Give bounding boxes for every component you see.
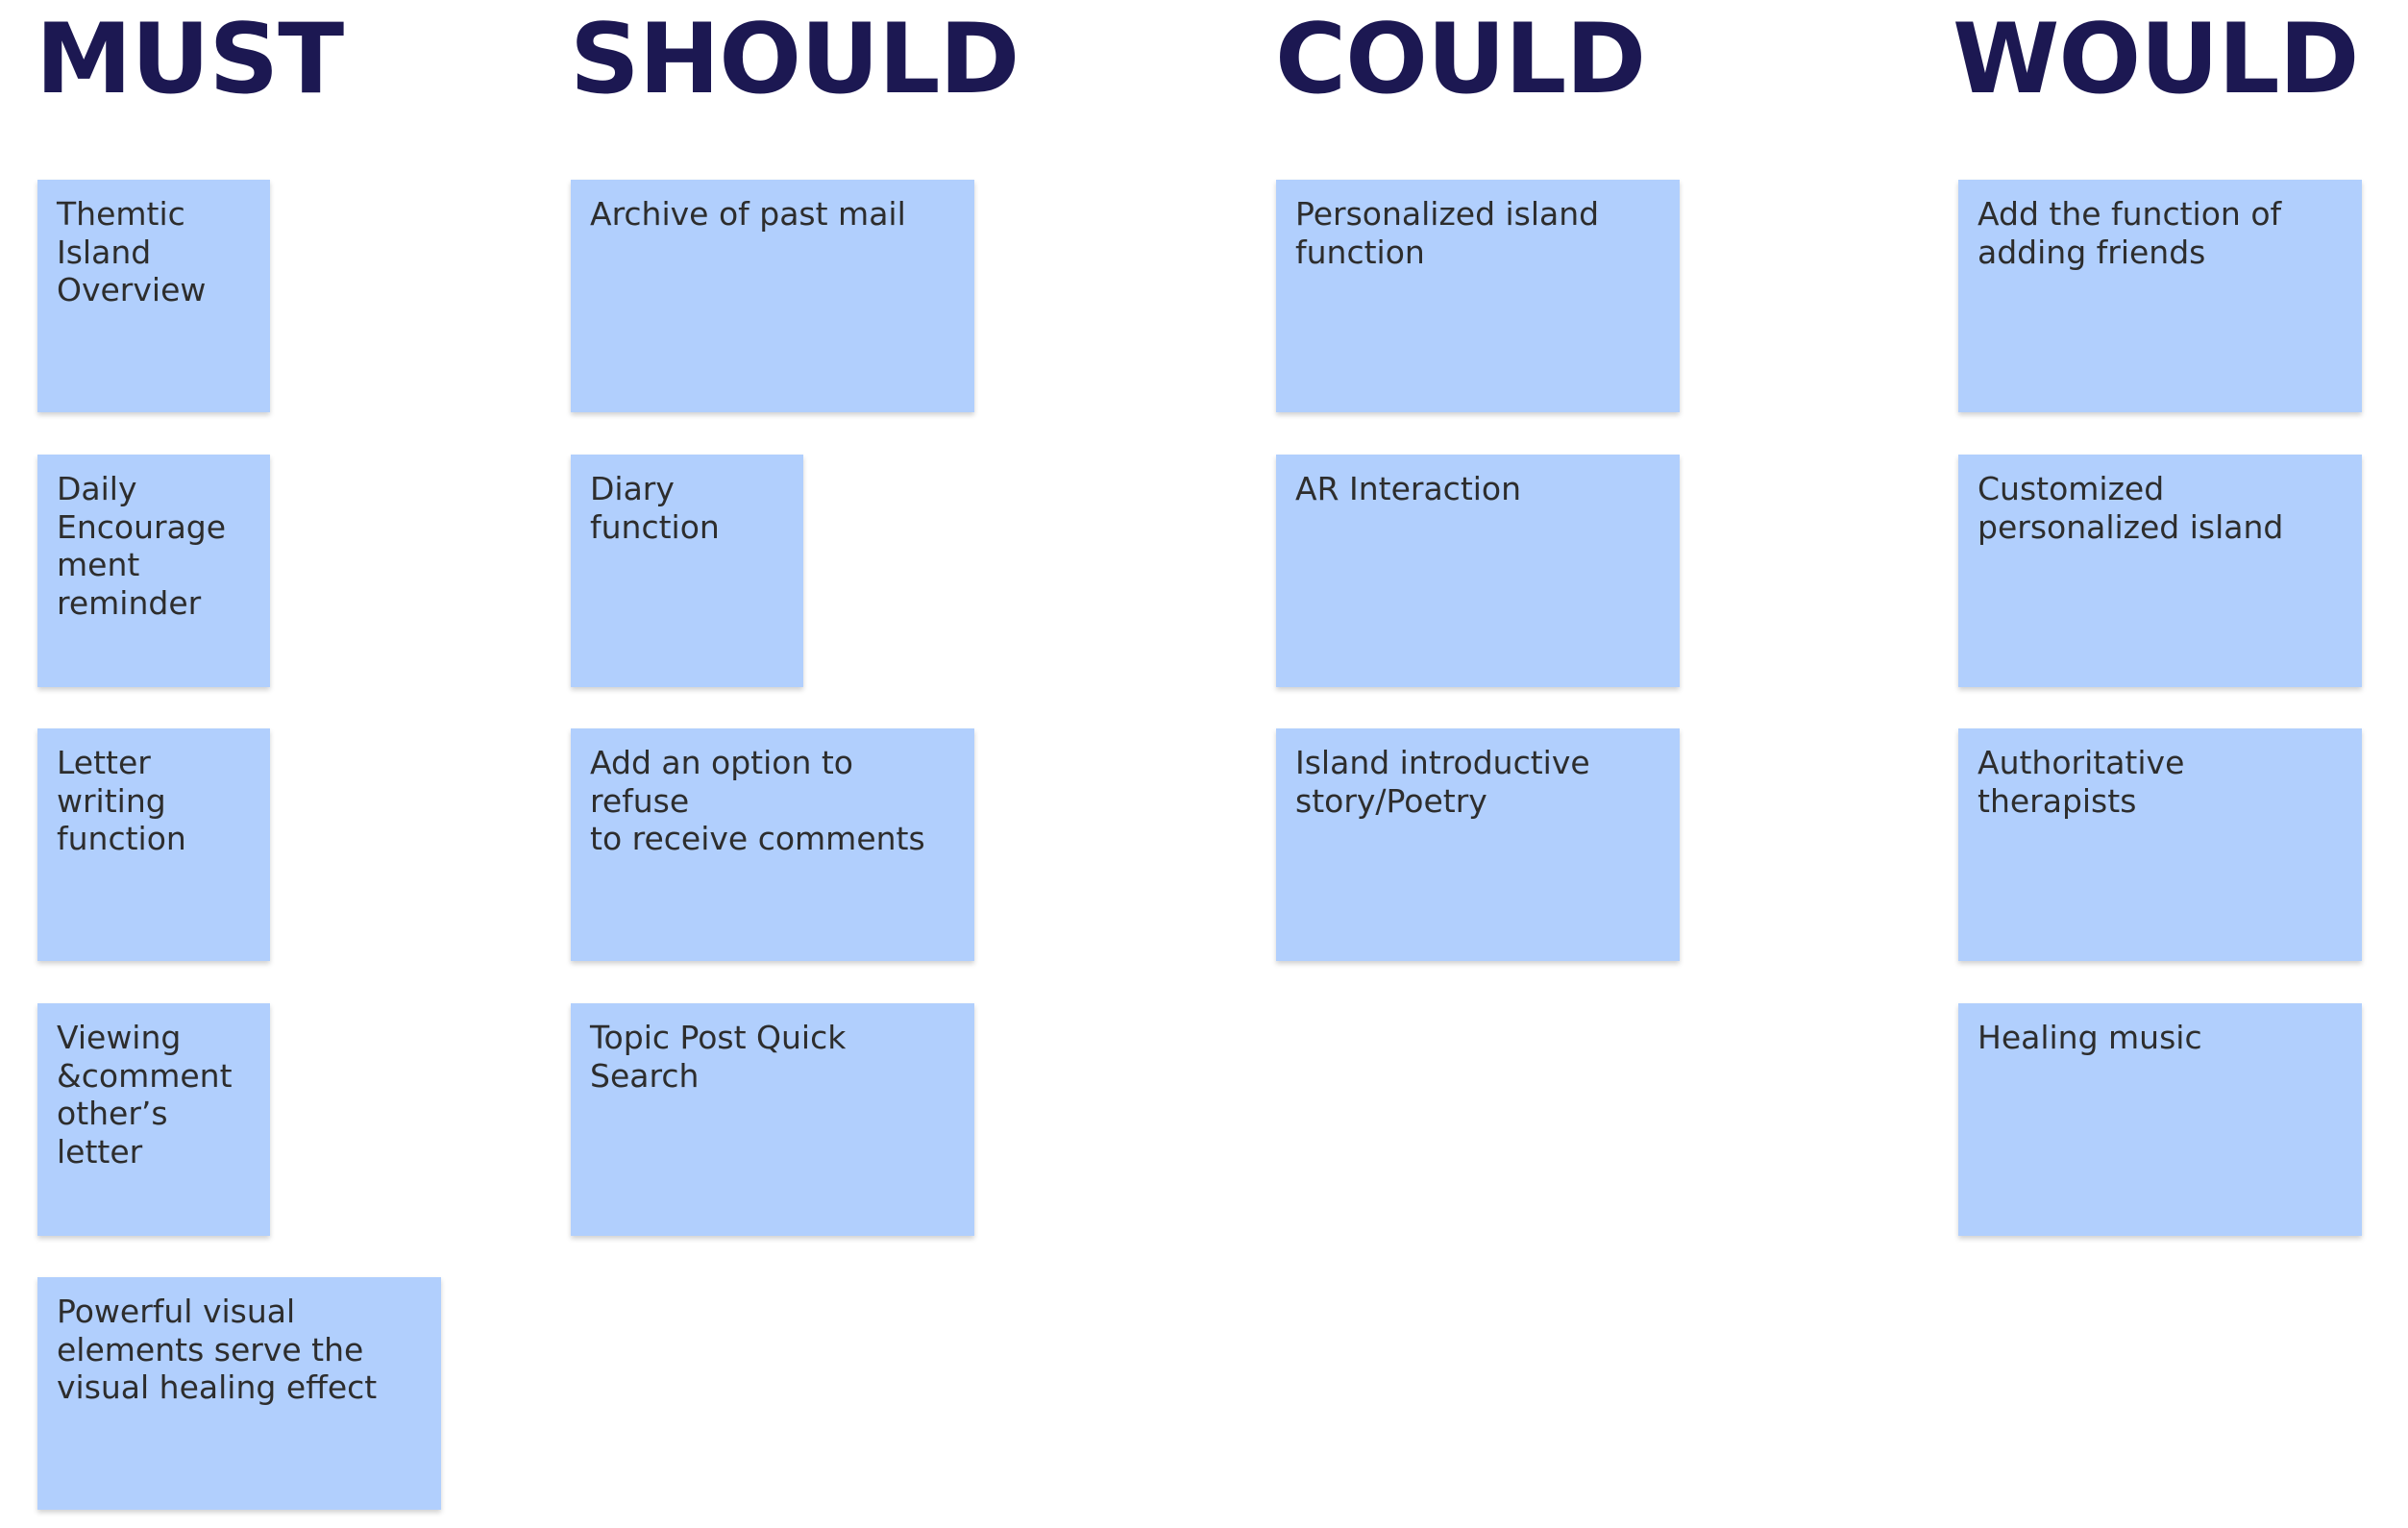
sticky-note-must-2[interactable]: Daily Encourage ment reminder (37, 455, 270, 687)
sticky-note-would-1[interactable]: Add the function of adding friends (1958, 180, 2362, 412)
sticky-note-should-3[interactable]: Add an option to refuse to receive comme… (571, 728, 974, 961)
sticky-note-must-5[interactable]: Powerful visual elements serve the visua… (37, 1277, 441, 1510)
sticky-note-should-2[interactable]: Diary function (571, 455, 803, 687)
sticky-note-could-3[interactable]: Island introductive story/Poetry (1276, 728, 1680, 961)
sticky-note-would-3[interactable]: Authoritative therapists (1958, 728, 2362, 961)
sticky-note-must-1[interactable]: Themtic Island Overview (37, 180, 270, 412)
column-heading-would: WOULD (1953, 2, 2359, 115)
sticky-note-should-4[interactable]: Topic Post Quick Search (571, 1003, 974, 1236)
sticky-note-must-3[interactable]: Letter writing function (37, 728, 270, 961)
sticky-note-could-1[interactable]: Personalized island function (1276, 180, 1680, 412)
column-heading-must: MUST (36, 2, 344, 115)
sticky-note-must-4[interactable]: Viewing &comment other’s letter (37, 1003, 270, 1236)
sticky-note-could-2[interactable]: AR Interaction (1276, 455, 1680, 687)
column-heading-should: SHOULD (570, 2, 1020, 115)
sticky-note-would-4[interactable]: Healing music (1958, 1003, 2362, 1236)
sticky-note-would-2[interactable]: Customized personalized island (1958, 455, 2362, 687)
sticky-note-should-1[interactable]: Archive of past mail (571, 180, 974, 412)
column-heading-could: COULD (1275, 2, 1646, 115)
